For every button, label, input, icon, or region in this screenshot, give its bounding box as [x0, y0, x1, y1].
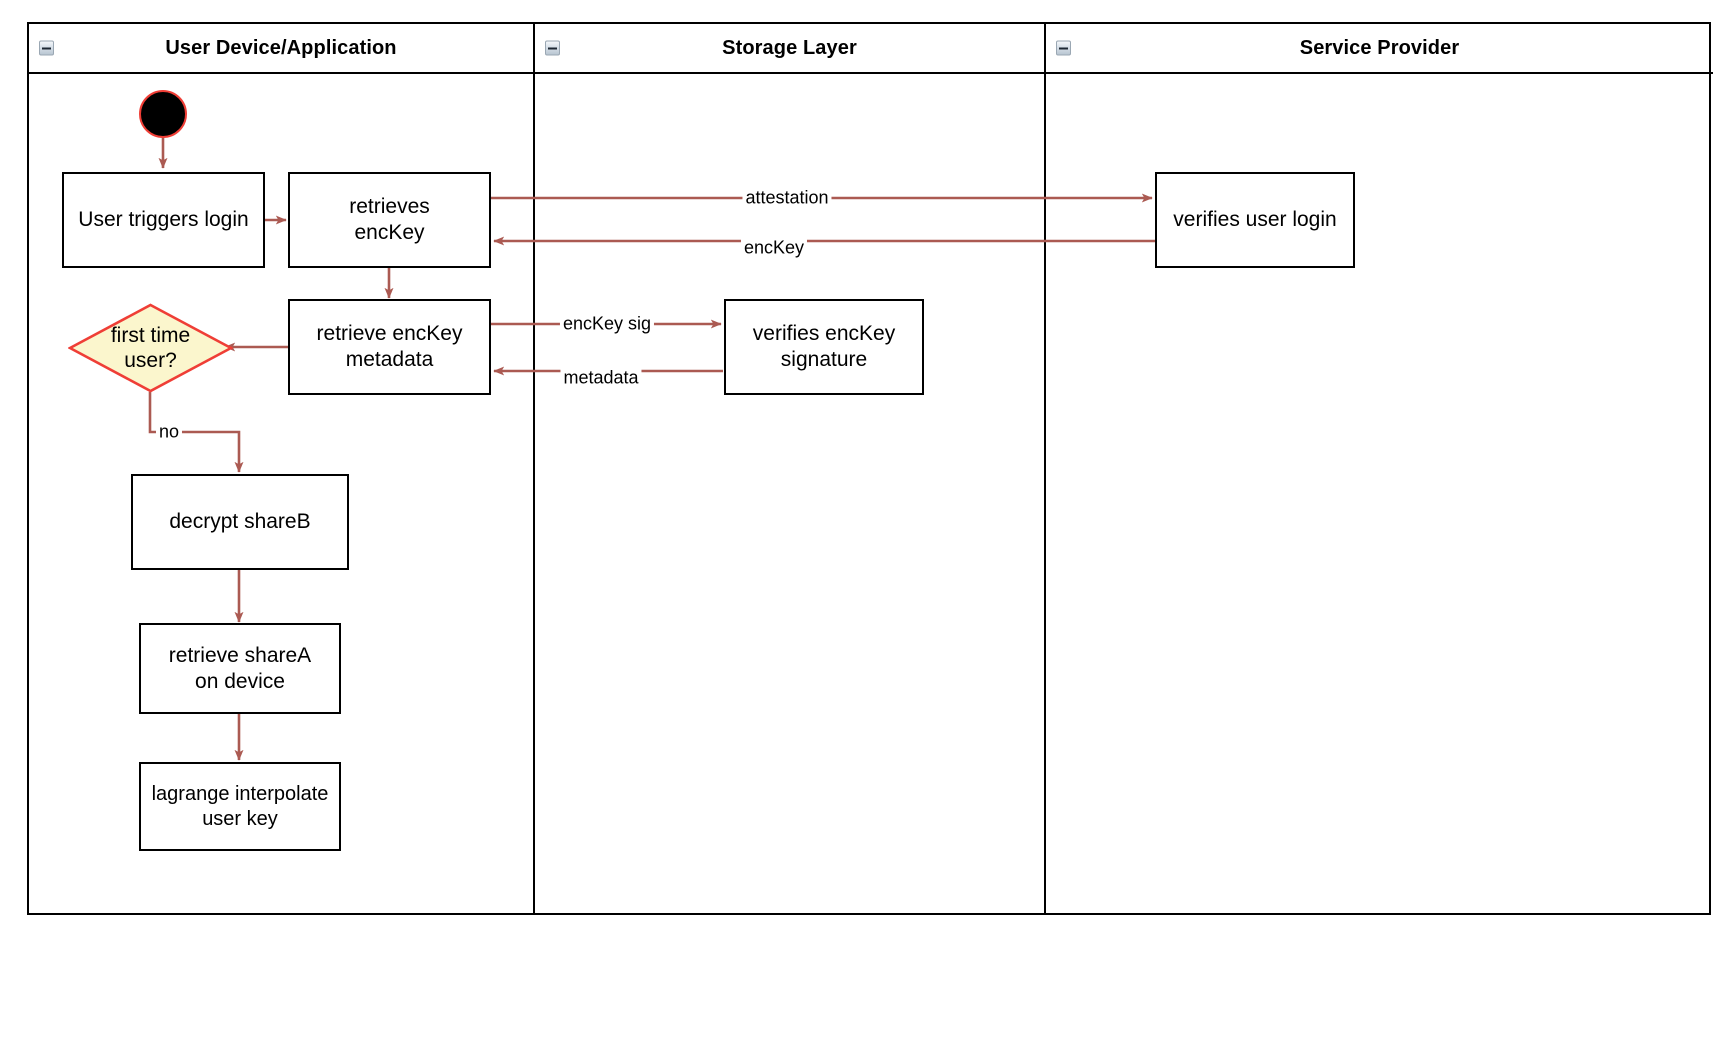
- node-verifies-enckey-signature[interactable]: verifies encKey signature: [724, 299, 924, 395]
- node-lagrange-interpolate-user-key[interactable]: lagrange interpolate user key: [139, 762, 341, 851]
- diamond-shape: [68, 303, 233, 393]
- lane-service-provider[interactable]: Service Provider: [1044, 24, 1713, 913]
- node-label: first time user?: [110, 323, 191, 372]
- node-label: verifies user login: [1173, 208, 1337, 232]
- collapse-minus-icon[interactable]: [1056, 40, 1071, 56]
- edge-label-metadata: metadata: [560, 367, 642, 389]
- edge-label-enckey: encKey: [740, 237, 808, 259]
- lane-user-device[interactable]: User Device/Application: [29, 24, 533, 913]
- node-decrypt-shareb[interactable]: decrypt shareB: [131, 474, 349, 570]
- node-user-triggers-login[interactable]: User triggers login: [62, 172, 265, 268]
- collapse-minus-icon[interactable]: [545, 40, 560, 56]
- node-label: decrypt shareB: [169, 510, 311, 534]
- lane-header-service-provider: Service Provider: [1046, 24, 1713, 74]
- node-label: User triggers login: [78, 208, 249, 232]
- node-retrieve-enckey-metadata[interactable]: retrieve encKey metadata: [288, 299, 491, 395]
- node-label: retrieves encKey: [349, 195, 430, 244]
- lane-header-user-device: User Device/Application: [29, 24, 533, 74]
- node-first-time-user[interactable]: first time user?: [68, 303, 233, 393]
- lane-storage-layer[interactable]: Storage Layer: [533, 24, 1044, 913]
- node-label: lagrange interpolate user key: [151, 783, 329, 830]
- node-retrieves-enckey[interactable]: retrieves encKey: [288, 172, 491, 268]
- collapse-minus-icon[interactable]: [39, 40, 54, 56]
- edge-label-enckey-sig: encKey sig: [559, 313, 655, 335]
- edge-label-attestation: attestation: [742, 187, 832, 209]
- node-retrieve-sharea-on-device[interactable]: retrieve shareA on device: [139, 623, 341, 714]
- lane-title-service-provider: Service Provider: [1299, 36, 1460, 59]
- lane-title-storage-layer: Storage Layer: [722, 36, 857, 59]
- node-label: retrieve shareA on device: [168, 643, 312, 693]
- edge-label-no: no: [155, 421, 183, 443]
- node-verifies-user-login[interactable]: verifies user login: [1155, 172, 1355, 268]
- lane-title-user-device: User Device/Application: [165, 36, 397, 59]
- lane-header-storage-layer: Storage Layer: [535, 24, 1044, 74]
- node-label: retrieve encKey metadata: [316, 322, 463, 371]
- start-node[interactable]: [139, 90, 187, 138]
- node-label: verifies encKey signature: [752, 322, 896, 371]
